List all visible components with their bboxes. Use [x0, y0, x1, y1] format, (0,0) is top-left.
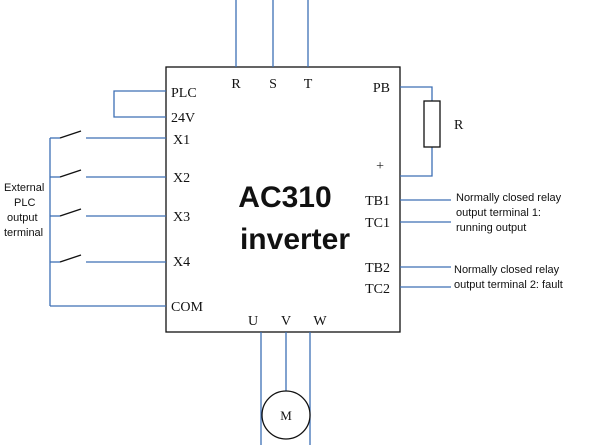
- external-plc-note-line1: External: [4, 182, 44, 194]
- terminal-tb2: TB2: [365, 261, 390, 276]
- terminal-x2: X2: [173, 171, 190, 186]
- terminal-24v: 24V: [171, 111, 195, 126]
- terminal-plus: +: [376, 159, 384, 174]
- inverter-box: [165, 66, 401, 333]
- relay1-note-line2: output terminal 1:: [456, 207, 541, 219]
- terminal-tc1: TC1: [365, 216, 390, 231]
- terminal-t: T: [304, 77, 313, 92]
- inverter-model: AC310: [238, 181, 331, 214]
- terminal-tb1: TB1: [365, 194, 390, 209]
- terminal-s: S: [269, 77, 277, 92]
- terminal-pb: PB: [373, 81, 390, 96]
- switch-x3: [50, 208, 166, 217]
- relay2-note-line1: Normally closed relay: [454, 264, 560, 276]
- switch-x4: [50, 254, 166, 263]
- terminal-u: U: [248, 314, 258, 329]
- resistor-label: R: [454, 118, 464, 133]
- terminal-x4: X4: [173, 255, 190, 270]
- terminal-com: COM: [171, 300, 203, 315]
- relay1-note-line1: Normally closed relay: [456, 192, 562, 204]
- inverter-word: inverter: [240, 223, 350, 256]
- wire-plc-24v-link: [113, 90, 166, 118]
- terminal-tc2: TC2: [365, 282, 390, 297]
- external-plc-note-line2: PLC: [14, 197, 35, 209]
- motor: [261, 390, 311, 440]
- terminal-v: V: [281, 314, 291, 329]
- switch-x2: [50, 169, 166, 178]
- braking-resistor: [423, 100, 441, 148]
- terminal-r: R: [231, 77, 241, 92]
- terminal-plc: PLC: [171, 86, 197, 101]
- relay2-note-line2: output terminal 2: fault: [454, 279, 563, 291]
- external-plc-note-line4: terminal: [4, 227, 43, 239]
- terminal-w: W: [313, 314, 327, 329]
- switch-x1: [50, 130, 166, 139]
- terminal-x1: X1: [173, 133, 190, 148]
- wire-braking-resistor: [400, 86, 433, 177]
- external-plc-note-line3: output: [7, 212, 38, 224]
- relay1-note-line3: running output: [456, 222, 526, 234]
- terminal-x3: X3: [173, 210, 190, 225]
- motor-label: M: [280, 408, 292, 423]
